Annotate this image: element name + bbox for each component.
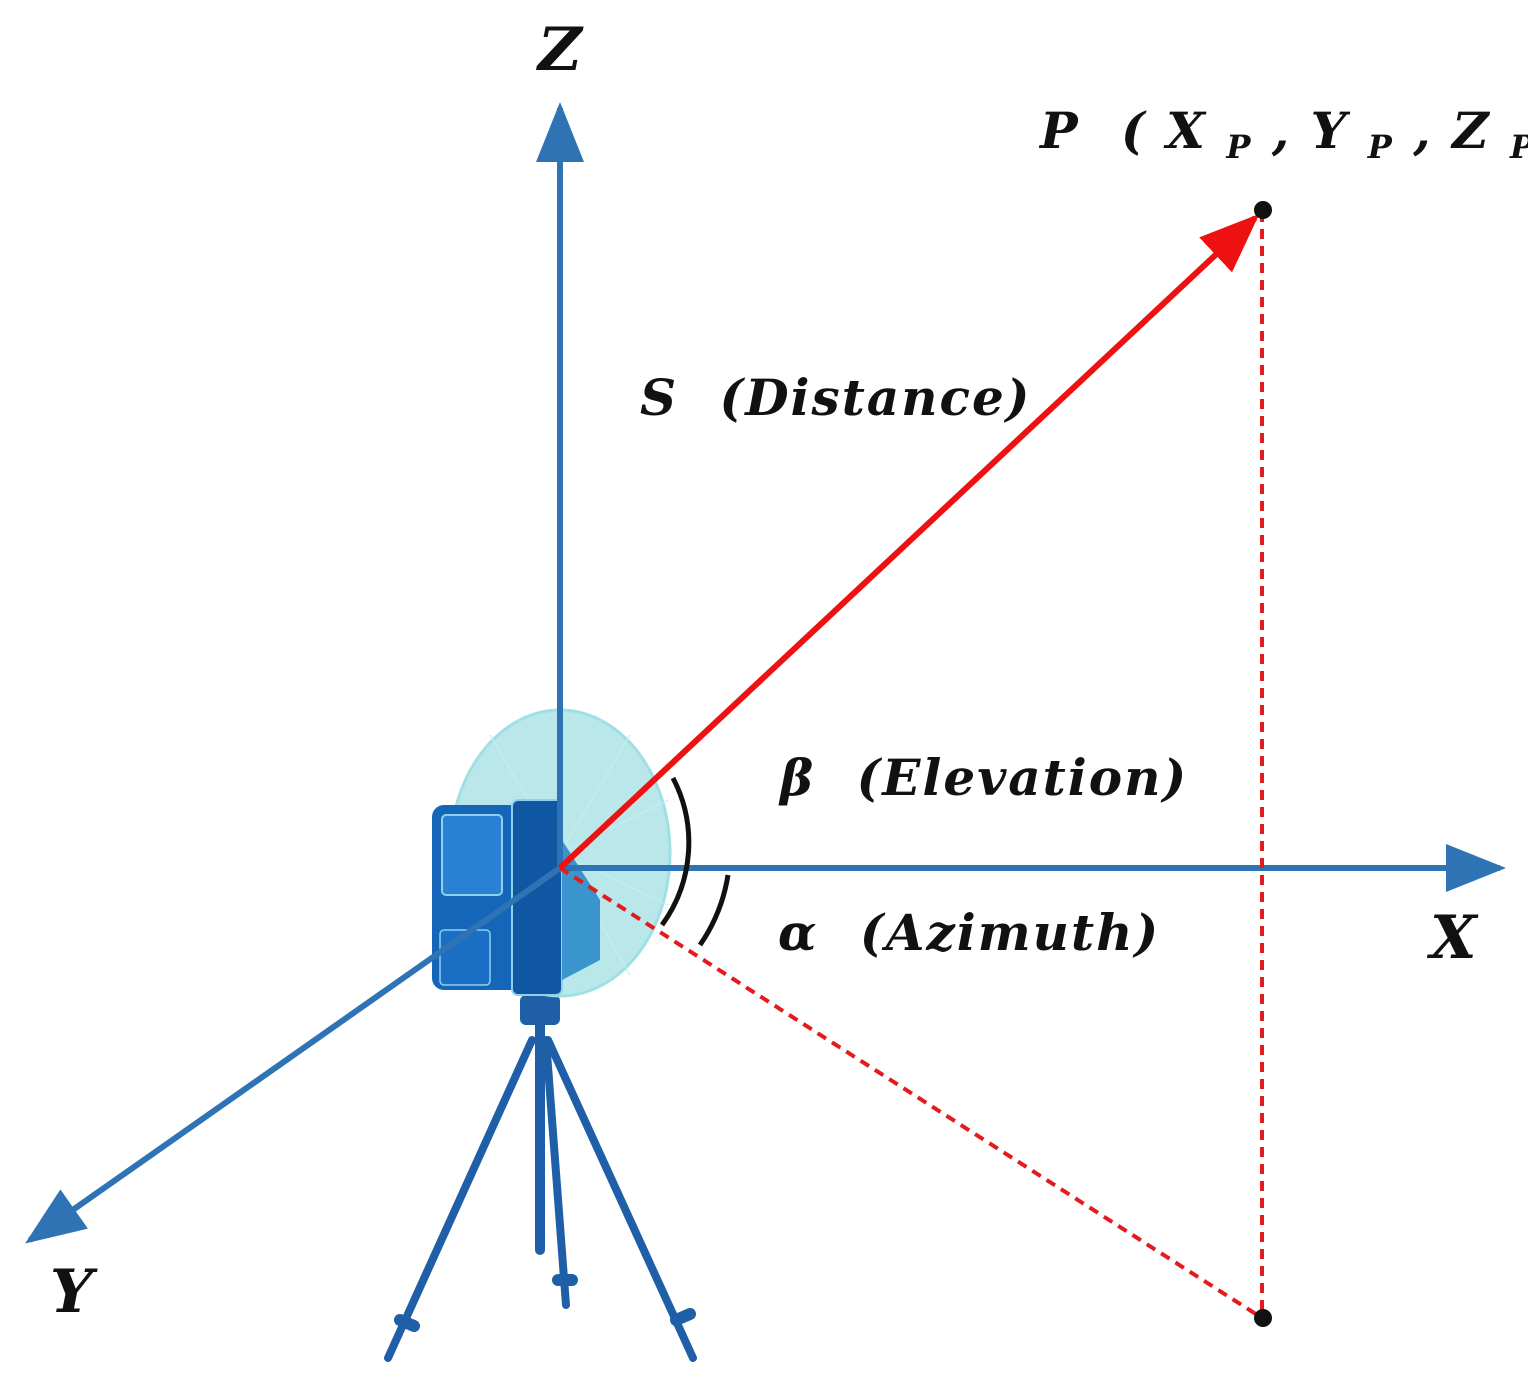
point-p [1254,201,1272,219]
y-axis [25,865,562,1244]
azimuth-arc [697,874,731,947]
azimuth-label: α (Azimuth) [778,903,1160,962]
x-subscript: P [1225,128,1252,166]
open-paren: ( [1121,101,1147,160]
distance-text: (Distance) [720,368,1032,427]
distance-symbol: S [640,368,678,427]
azimuth-text: (Azimuth) [860,903,1160,962]
distance-vector [557,213,1260,871]
elevation-text: (Elevation) [857,748,1188,807]
elevation-label: β (Elevation) [778,748,1188,807]
point-name: P [1038,101,1080,160]
tripod-icon [384,995,697,1362]
y-symbol: Y [1311,101,1351,160]
z-subscript: P [1509,128,1528,166]
z-symbol: Z [1450,101,1491,160]
comma-2: , [1412,101,1432,160]
laser-scanner-icon [432,708,672,998]
y-axis-label: Y [50,1257,98,1327]
elevation-symbol: β [778,748,815,807]
distance-label: S (Distance) [640,368,1031,427]
z-axis-label: Z [536,15,584,85]
azimuth-symbol: α [778,903,818,962]
y-subscript: P [1367,128,1394,166]
comma-1: , [1271,101,1291,160]
point-p-label: P ( X P , Y P , Z P ) [1038,101,1528,170]
x-axis-label: X [1426,903,1479,973]
point-p-projection [1254,1309,1272,1327]
projection-horizontal [558,866,1264,1320]
x-symbol: X [1163,101,1207,160]
elevation-arc [659,776,692,927]
